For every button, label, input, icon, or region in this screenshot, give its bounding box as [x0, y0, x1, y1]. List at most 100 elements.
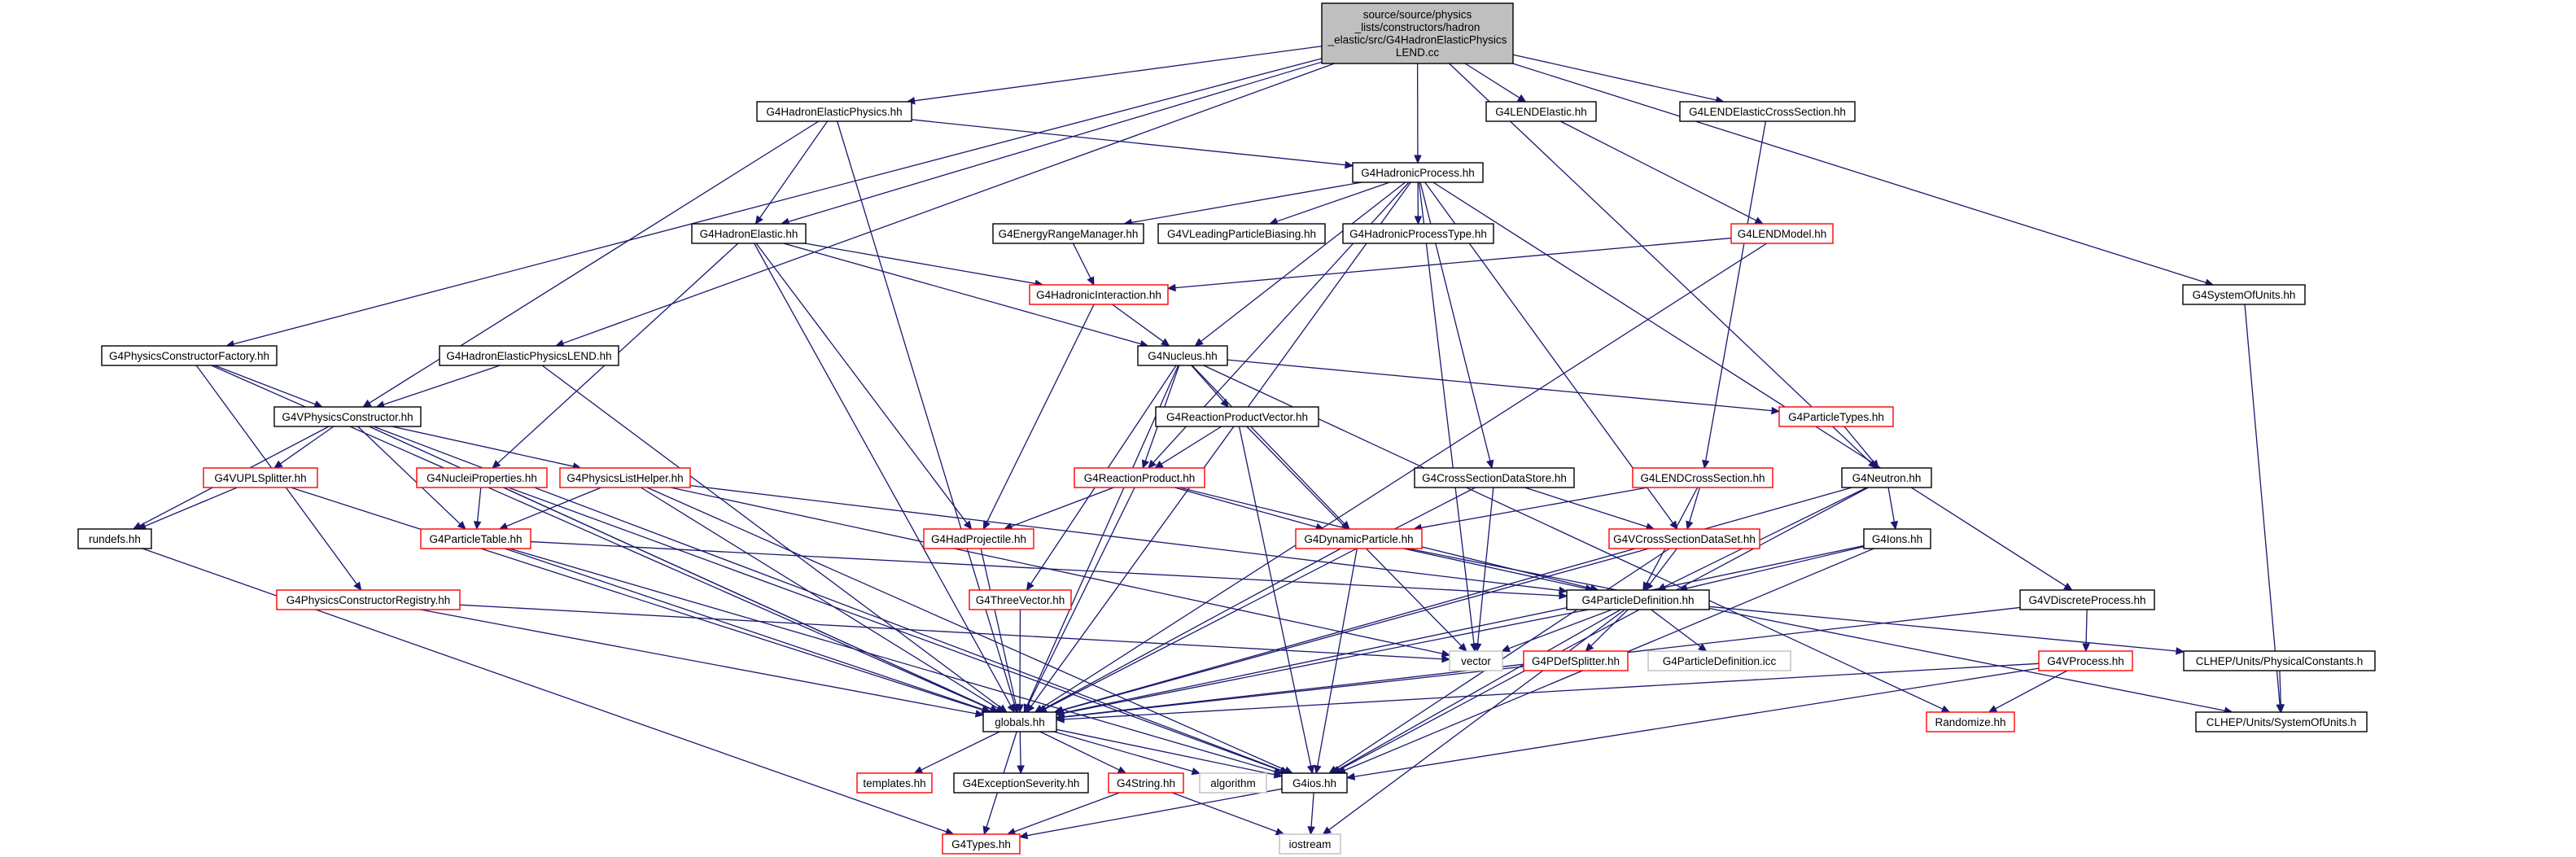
node-g4hadronelasticphysics-hh[interactable]: G4HadronElasticPhysics.hh — [756, 101, 912, 122]
arrowhead-g4types-hh — [1018, 831, 1029, 840]
arrowhead-g4particledefinition-hh — [1559, 592, 1568, 600]
node-g4types-hh[interactable]: G4Types.hh — [942, 833, 1021, 855]
node-box — [1414, 467, 1575, 488]
arrowhead-g4lendcrosssection-hh — [1702, 459, 1710, 470]
node-g4hadronelasticphysicslend-hh[interactable]: G4HadronElasticPhysicsLEND.hh — [439, 345, 619, 366]
node-g4physicsconstructorregistry-hh[interactable]: G4PhysicsConstructorRegistry.hh — [276, 589, 461, 610]
arrowhead-g4nucleus-hh — [1194, 338, 1204, 347]
node-g4vleadingparticlebiasing-hh[interactable]: G4VLeadingParticleBiasing.hh — [1157, 223, 1326, 244]
node-g4vprocess-hh[interactable]: G4VProcess.hh — [2038, 650, 2133, 671]
node-g4exceptionseverity-hh[interactable]: G4ExceptionSeverity.hh — [953, 772, 1089, 794]
edge-globals-hh-to-g4ios-hh — [1056, 728, 1275, 776]
node-globals-hh[interactable]: globals.hh — [982, 711, 1057, 732]
node-g4hadronelastic-hh[interactable]: G4HadronElastic.hh — [691, 223, 807, 244]
node-g4lendelastic-hh[interactable]: G4LENDElastic.hh — [1485, 101, 1597, 122]
node-box — [101, 345, 278, 366]
node-g4vphysicsconstructor-hh[interactable]: G4VPhysicsConstructor.hh — [273, 406, 422, 427]
node-label: G4HadronicInteraction.hh — [1036, 289, 1161, 301]
node-label: G4LENDElastic.hh — [1495, 106, 1587, 118]
arrowhead-g4pdefsplitter-hh — [1585, 642, 1594, 652]
arrowhead-vector — [1441, 654, 1451, 663]
edge-g4energyrangemanager-hh-to-g4hadronicinteraction-hh — [1072, 243, 1091, 279]
node-label: G4ReactionProduct.hh — [1084, 472, 1196, 484]
edge-g4particledefinition-hh-to-iostream — [1328, 609, 1625, 831]
edge-g4vprocess-hh-to-globals-hh — [1063, 662, 2040, 720]
node-g4systemofunits-hh[interactable]: G4SystemOfUnits.hh — [2182, 284, 2306, 305]
edge-globals-hh-to-g4string-hh — [1039, 731, 1120, 771]
node-g4lendcrosssection-hh[interactable]: G4LENDCrossSection.hh — [1632, 467, 1773, 488]
node-g4particletable-hh[interactable]: G4ParticleTable.hh — [420, 528, 531, 549]
node-label: G4PhysicsConstructorRegistry.hh — [286, 594, 451, 606]
node-g4ions-hh[interactable]: G4Ions.hh — [1863, 528, 1931, 549]
node-box — [1632, 467, 1773, 488]
node-g4lendmodel-hh[interactable]: G4LENDModel.hh — [1730, 223, 1834, 244]
node-g4hadprojectile-hh[interactable]: G4HadProjectile.hh — [923, 528, 1034, 549]
edge-g4hadronelastic-hh-to-g4nucleus-hh — [783, 243, 1141, 345]
root-file-node[interactable]: source/source/physics_lists/constructors… — [1321, 2, 1514, 64]
node-rundefs-hh[interactable]: rundefs.hh — [77, 528, 152, 549]
node-g4particletypes-hh[interactable]: G4ParticleTypes.hh — [1778, 406, 1894, 427]
arrowhead-vector — [1458, 642, 1467, 652]
node-g4nucleus-hh[interactable]: G4Nucleus.hh — [1137, 345, 1228, 366]
node-g4crosssectiondatastore-hh[interactable]: G4CrossSectionDataStore.hh — [1414, 467, 1575, 488]
node-randomize-hh[interactable]: Randomize.hh — [1926, 711, 2015, 732]
node-box — [1523, 650, 1629, 671]
node-g4hadronicinteraction-hh[interactable]: G4HadronicInteraction.hh — [1029, 284, 1169, 305]
node-g4neutron-hh[interactable]: G4Neutron.hh — [1841, 467, 1932, 488]
node-clhep-units-systemofunits-h[interactable]: CLHEP/Units/SystemOfUnits.h — [2195, 711, 2368, 732]
node-label: G4ParticleDefinition.icc — [1663, 655, 1777, 667]
node-label: G4LENDModel.hh — [1738, 228, 1827, 240]
node-g4physicsconstructorfactory-hh[interactable]: G4PhysicsConstructorFactory.hh — [101, 345, 278, 366]
arrowhead-g4nucleus-hh — [1161, 338, 1170, 347]
node-g4nucleiproperties-hh[interactable]: G4NucleiProperties.hh — [416, 467, 548, 488]
edge-g4crosssectiondatastore-hh-to-vector — [1476, 487, 1494, 645]
node-g4lendelasticcrosssection-hh[interactable]: G4LENDElasticCrossSection.hh — [1679, 101, 1856, 122]
node-g4reactionproductvector-hh[interactable]: G4ReactionProductVector.hh — [1155, 406, 1319, 427]
root-label-line: _elastic/src/G4HadronElasticPhysics — [1327, 34, 1507, 46]
edge-g4neutron-hh-to-g4particledefinition-hh — [1664, 487, 1867, 588]
node-g4particledefinition-hh[interactable]: G4ParticleDefinition.hh — [1566, 589, 1710, 610]
edge-g4physicslisthelper-hh-to-globals-hh — [641, 487, 999, 709]
node-g4vcrosssectiondataset-hh[interactable]: G4VCrossSectionDataSet.hh — [1608, 528, 1760, 549]
node-clhep-units-physicalconstants-h[interactable]: CLHEP/Units/PhysicalConstants.h — [2183, 650, 2376, 671]
edge-g4lendelasticcrosssection-hh-to-g4lendcrosssection-hh — [1705, 120, 1767, 461]
arrowhead-g4ios-hh — [1284, 766, 1294, 774]
arrowhead-iostream — [1307, 826, 1315, 836]
node-label: globals.hh — [995, 716, 1045, 728]
edge-g4particletable-hh-to-globals-hh — [504, 548, 985, 711]
node-g4energyrangemanager-hh[interactable]: G4EnergyRangeManager.hh — [992, 223, 1144, 244]
node-label: G4CrossSectionDataStore.hh — [1422, 472, 1567, 484]
node-g4vdiscreteprocess-hh[interactable]: G4VDiscreteProcess.hh — [2019, 589, 2155, 610]
node-label: G4VProcess.hh — [2047, 655, 2124, 667]
arrowhead-g4vprocess-hh — [2082, 643, 2090, 653]
edge-g4vcrosssectiondataset-hh-to-globals-hh — [1062, 548, 1650, 711]
node-g4physicslisthelper-hh[interactable]: G4PhysicsListHelper.hh — [559, 467, 691, 488]
node-g4hadronicprocess-hh[interactable]: G4HadronicProcess.hh — [1352, 162, 1484, 183]
arrowhead-globals-hh — [1016, 704, 1024, 714]
node-g4reactionproduct-hh[interactable]: G4ReactionProduct.hh — [1074, 467, 1205, 488]
node-g4vuplsplitter-hh[interactable]: G4VUPLSplitter.hh — [203, 467, 318, 488]
node-g4pdefsplitter-hh[interactable]: G4PDefSplitter.hh — [1523, 650, 1629, 671]
node-g4hadronicprocesstype-hh[interactable]: G4HadronicProcessType.hh — [1342, 223, 1494, 244]
edge-g4vphysicsconstructor-hh-to-g4vuplsplitter-hh — [280, 426, 335, 465]
node-g4ios-hh[interactable]: G4ios.hh — [1281, 772, 1348, 794]
node-box — [1926, 711, 2015, 732]
arrowhead-g4reactionproduct-hh — [1148, 459, 1157, 469]
arrowhead-iostream — [1322, 826, 1332, 835]
node-g4dynamicparticle-hh[interactable]: G4DynamicParticle.hh — [1295, 528, 1423, 549]
edge-globals-hh-to-g4exceptionseverity-hh — [1019, 731, 1021, 767]
edge-g4crosssectiondatastore-hh-to-g4vcrosssectiondataset-hh — [1524, 487, 1647, 527]
edge-g4particletypes-hh-to-g4neutron-hh — [1843, 426, 1874, 463]
node-g4string-hh[interactable]: G4String.hh — [1108, 772, 1184, 794]
edge-root-to-g4hadronelastic-hh — [788, 61, 1323, 223]
node-box — [1863, 528, 1931, 549]
node-templates-hh[interactable]: templates.hh — [856, 772, 933, 794]
node-box — [1647, 650, 1791, 671]
edge-g4particledefinition-hh-to-globals-hh — [1063, 609, 1589, 715]
node-box — [1485, 101, 1597, 122]
node-box — [273, 406, 422, 427]
node-g4threevector-hh[interactable]: G4ThreeVector.hh — [969, 589, 1072, 610]
edge-root-to-g4physicsconstructorfactory-hh — [233, 58, 1323, 345]
edge-root-to-g4hadronelasticphysics-hh — [914, 46, 1323, 102]
edge-g4vuplsplitter-hh-to-rundefs-hh — [144, 487, 238, 527]
